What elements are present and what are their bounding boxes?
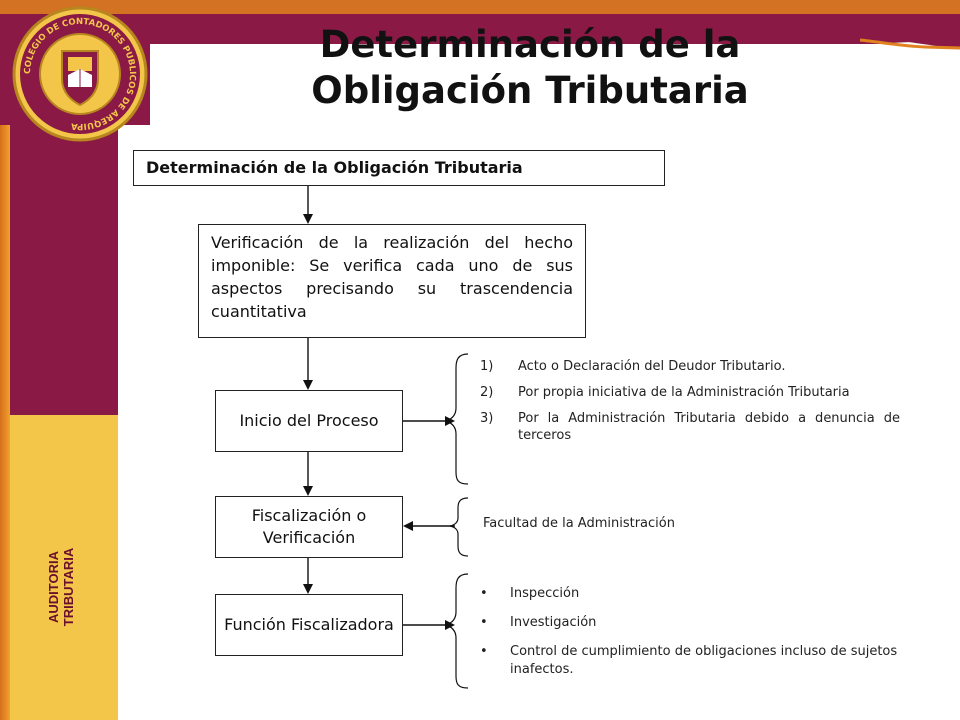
bullet-icon: • [480,644,488,659]
college-seal-logo: COLEGIO DE CONTADORES PUBLICOS DE AREQUI… [6,5,154,143]
item-number: 2) [480,385,494,400]
step-funcion-box: Función Fiscalizadora [215,594,403,656]
list-item: • Control de cumplimiento de obligaciones… [480,643,900,679]
verification-box: Verificación de la realización del hecho… [198,224,586,338]
item-text: Por la Administración Tributaria debido … [518,411,900,443]
list-item: 2) Por propia iniciativa de la Administra… [480,384,900,401]
bullet-icon: • [480,615,488,630]
item-text: Investigación [510,615,597,630]
determination-header-box: Determinación de la Obligación Tributari… [133,150,665,186]
funcion-items-list: • Inspección • Investigación • Control de c… [480,585,900,690]
step-fiscalizacion-box: Fiscalización o Verificación [215,496,403,558]
sidebar-label-line2: TRIBUTARIA [61,547,76,627]
list-item: 1) Acto o Declaración del Deudor Tributar… [480,358,900,375]
step-fiscalizacion-label: Fiscalización o Verificación [251,506,367,547]
item-text: Inspección [510,586,580,601]
step-inicio-label: Inicio del Proceso [239,411,379,430]
item-number: 1) [480,359,494,374]
title-line-2: Obligación Tributaria [311,69,749,112]
step-funcion-label: Función Fiscalizadora [224,615,394,634]
list-item: • Investigación [480,614,900,632]
sidebar-label-line1: AUDITORIA [46,551,61,623]
fiscalizacion-note: Facultad de la Administración [483,516,675,531]
item-number: 3) [480,411,494,426]
list-item: 3) Por la Administración Tributaria debid… [480,410,900,444]
bullet-icon: • [480,586,488,601]
item-text: Control de cumplimiento de obligaciones … [510,644,898,677]
list-item: • Inspección [480,585,900,603]
sidebar-edge [0,125,10,720]
inicio-items-list: 1) Acto o Declaración del Deudor Tributar… [480,358,900,453]
title-line-1: Determinación de la [319,23,741,66]
sidebar-gold-strip [0,415,118,720]
page-title: Determinación de la Obligación Tributari… [230,22,830,114]
item-text: Por propia iniciativa de la Administraci… [518,385,850,400]
step-inicio-box: Inicio del Proceso [215,390,403,452]
sidebar-maroon-strip [0,125,118,415]
item-text: Acto o Declaración del Deudor Tributario… [518,359,786,374]
